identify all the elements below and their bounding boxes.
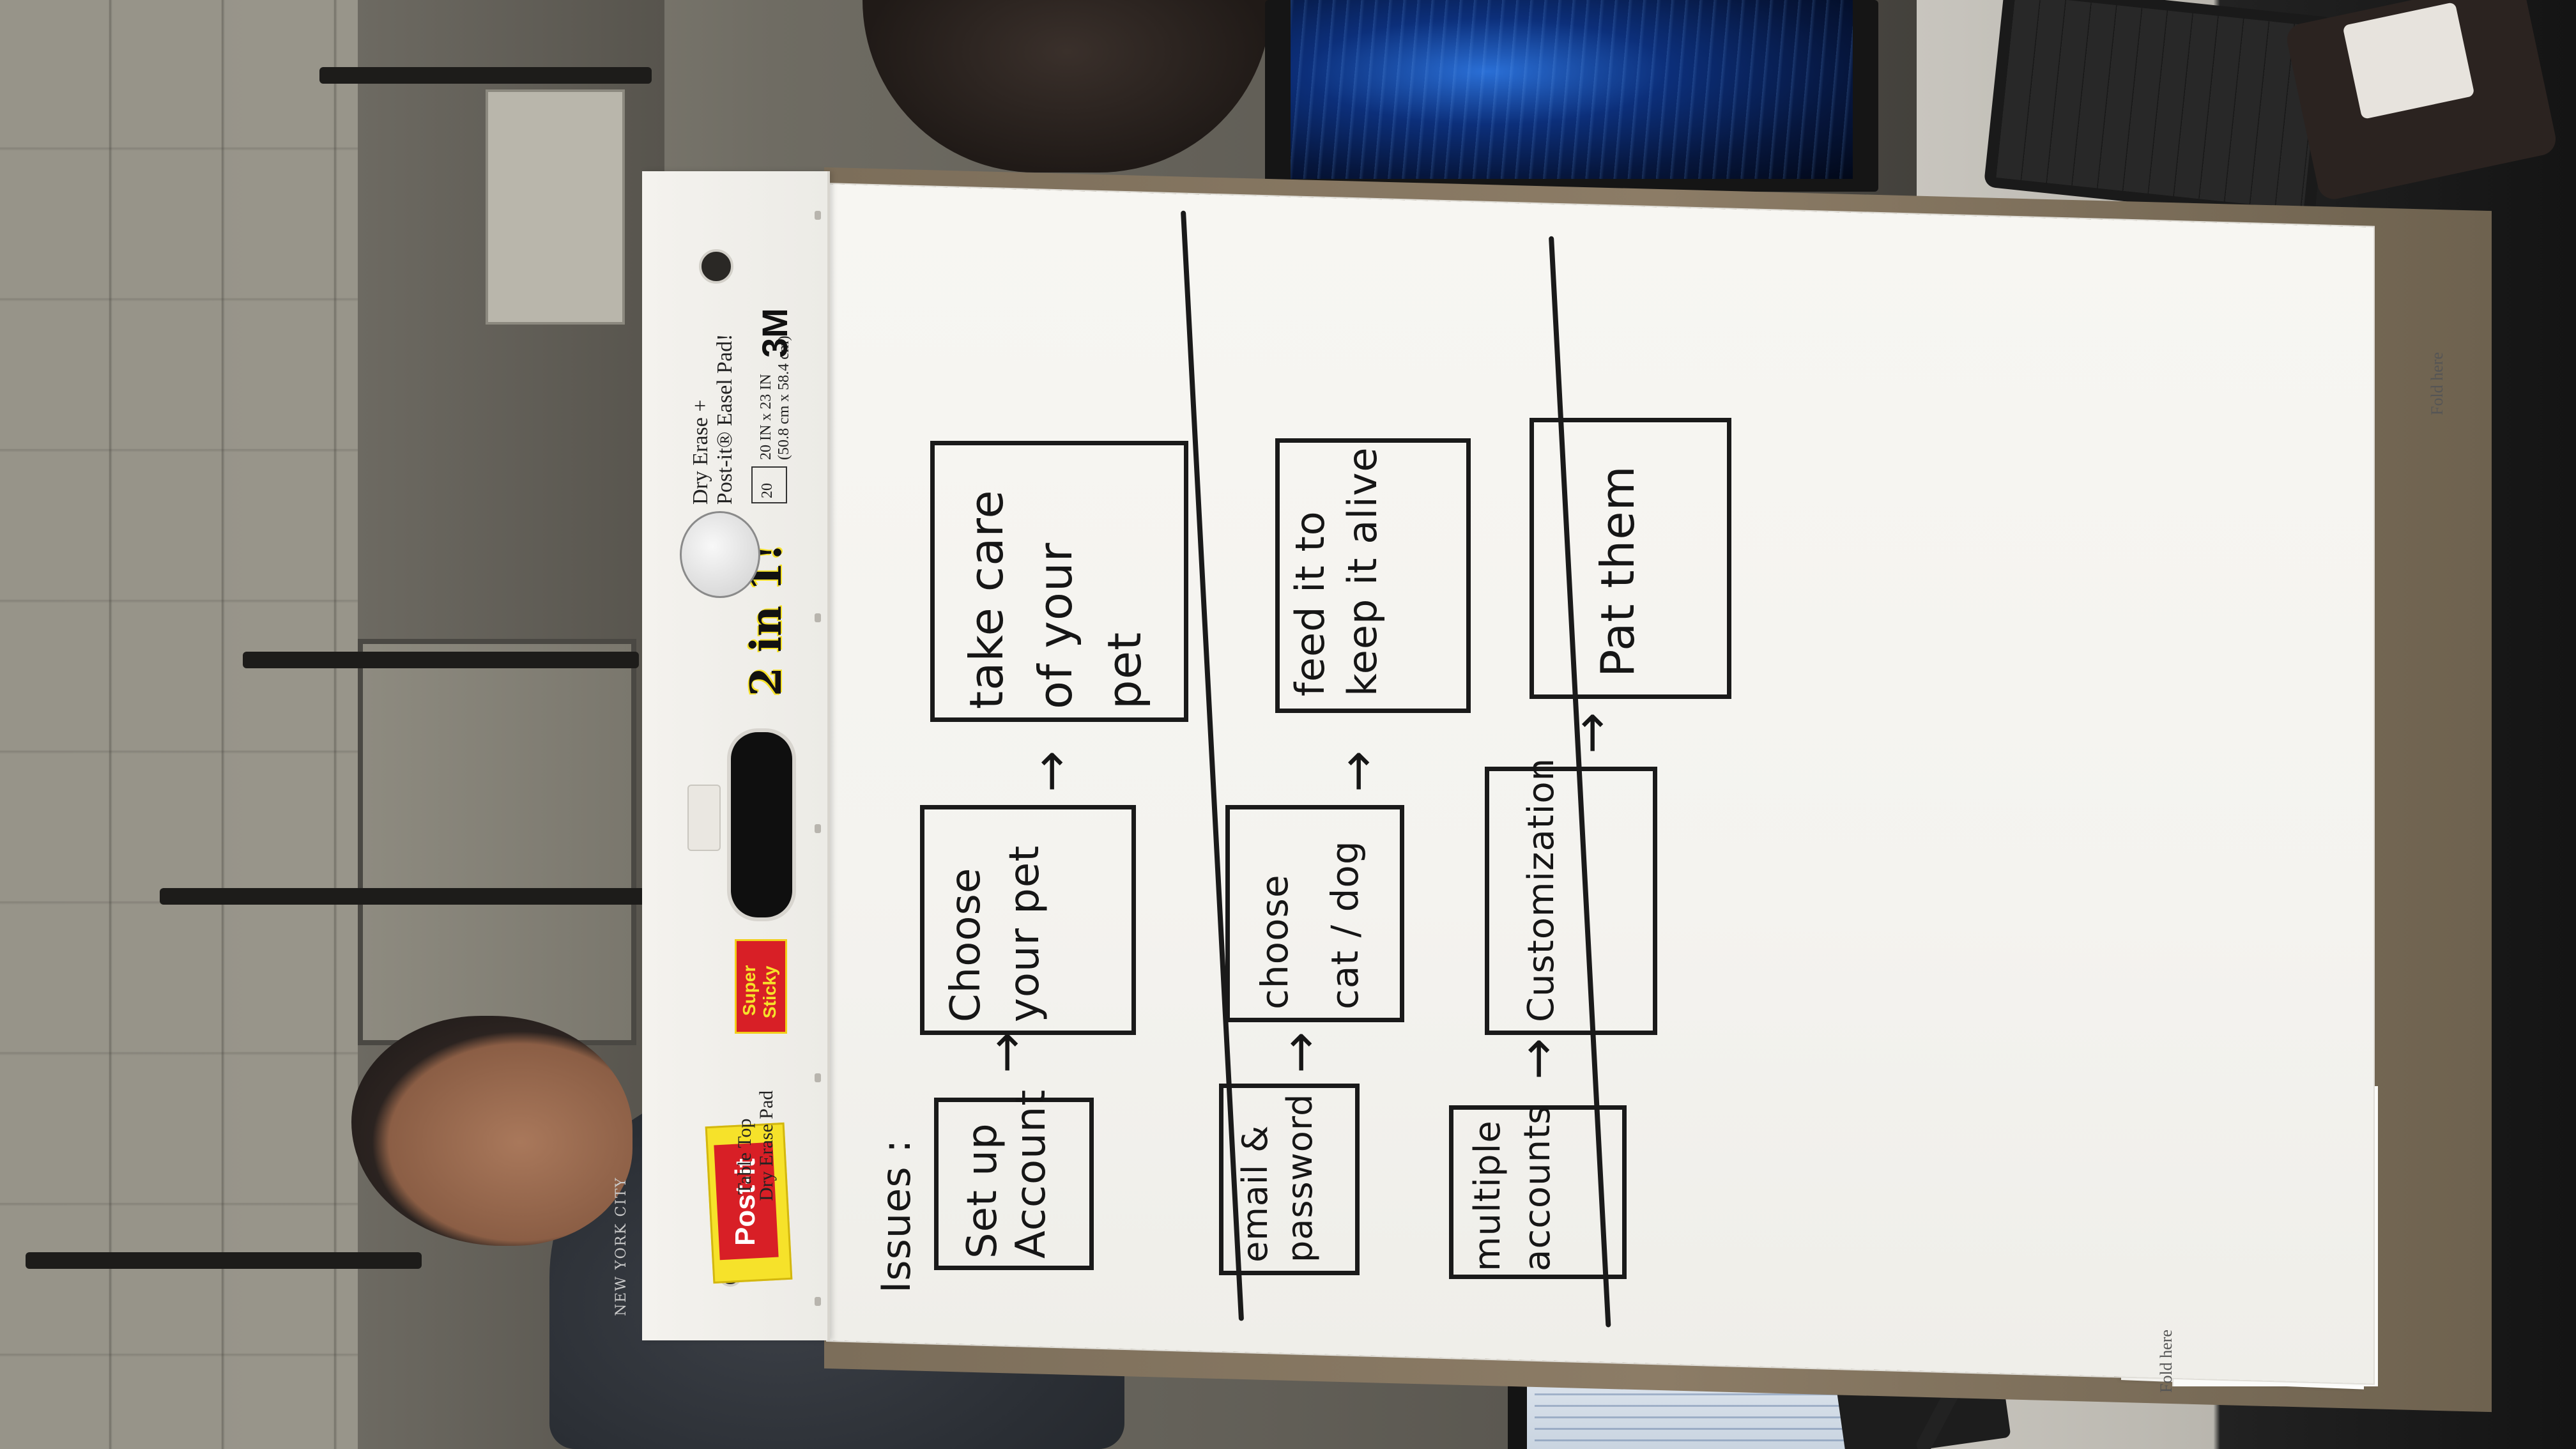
dry-erase-line2: Post-it® Easel Pad! — [713, 334, 737, 505]
product-line1: Table Top — [734, 1118, 755, 1195]
product-line2: Dry Erase Pad — [756, 1090, 777, 1201]
ceiling-rail — [26, 1252, 422, 1269]
person-head-top — [862, 0, 1271, 172]
flow-arrow: → — [977, 1031, 1035, 1073]
perforation — [815, 613, 821, 622]
flow-box-label: Set up Account — [959, 1089, 1055, 1259]
3m-logo: 3M — [755, 308, 795, 358]
flow-arrow: → — [1563, 712, 1620, 754]
size-line1: 20 IN x 23 IN — [758, 374, 774, 460]
ceiling — [0, 0, 358, 1449]
flow-arrow: → — [1022, 750, 1080, 792]
flow-box-label: choose cat / dog — [1253, 840, 1367, 1009]
keyboard-top — [1983, 0, 2336, 222]
perforation — [815, 824, 821, 833]
flow-box-multiple-accounts — [1449, 1105, 1627, 1279]
flow-box-pat-them — [1529, 418, 1731, 699]
flow-arrow: → — [1329, 750, 1386, 792]
super-sticky-line2: Sticky — [760, 965, 779, 1019]
fold-here-top-label: Fold here — [2428, 352, 2446, 415]
monitor-screen-blue — [1291, 0, 1853, 179]
flow-arrow: → — [1509, 1038, 1567, 1080]
sheet-count-box — [751, 466, 787, 503]
mounting-hole — [699, 249, 733, 284]
flow-box-feed-it — [1275, 438, 1471, 713]
fold-here-bottom-label: Fold here — [2157, 1330, 2175, 1393]
dry-erase-line1: Dry Erase + — [689, 399, 712, 505]
flow-box-customization — [1485, 767, 1657, 1035]
flow-box-label: feed it to keep it alive — [1287, 447, 1386, 696]
carry-handle-slot[interactable] — [727, 728, 796, 921]
perforation — [815, 1073, 821, 1082]
flow-box-set-up-account — [934, 1098, 1094, 1270]
flow-box-label: Customization — [1521, 757, 1562, 1022]
shirt-print: NEW YORK CITY — [613, 1176, 629, 1316]
ceiling-grid — [0, 0, 358, 1449]
flow-box-choose-your-pet — [920, 805, 1136, 1035]
flow-box-take-care — [930, 441, 1188, 722]
flow-box-label: multiple accounts — [1467, 1105, 1558, 1271]
perforation — [815, 211, 821, 220]
flow-arrow: → — [1271, 1031, 1329, 1073]
flow-box-label: Pat them — [1591, 465, 1644, 677]
wall-whiteboard — [486, 89, 625, 325]
super-sticky-badge — [735, 939, 787, 1034]
coin-graphic — [680, 511, 760, 598]
ceiling-rail — [243, 652, 639, 668]
flow-box-label: take care of your pet — [960, 489, 1151, 709]
flow-box-choose-cat-dog — [1225, 805, 1404, 1022]
sheet-count: 20 — [759, 483, 776, 498]
flow-box-label: email & password — [1235, 1093, 1320, 1262]
flow-box-email-password — [1219, 1084, 1360, 1275]
person-head — [351, 1016, 632, 1246]
perforation — [815, 1297, 821, 1306]
handle-tab — [687, 785, 721, 851]
ceiling-rail — [319, 67, 652, 84]
issues-heading: Issues : — [873, 1138, 919, 1293]
glass-partition — [358, 639, 636, 1045]
super-sticky-line1: Super — [739, 965, 759, 1016]
flow-box-label: Choose your pet — [942, 845, 1048, 1022]
ceiling-rail — [160, 888, 645, 905]
